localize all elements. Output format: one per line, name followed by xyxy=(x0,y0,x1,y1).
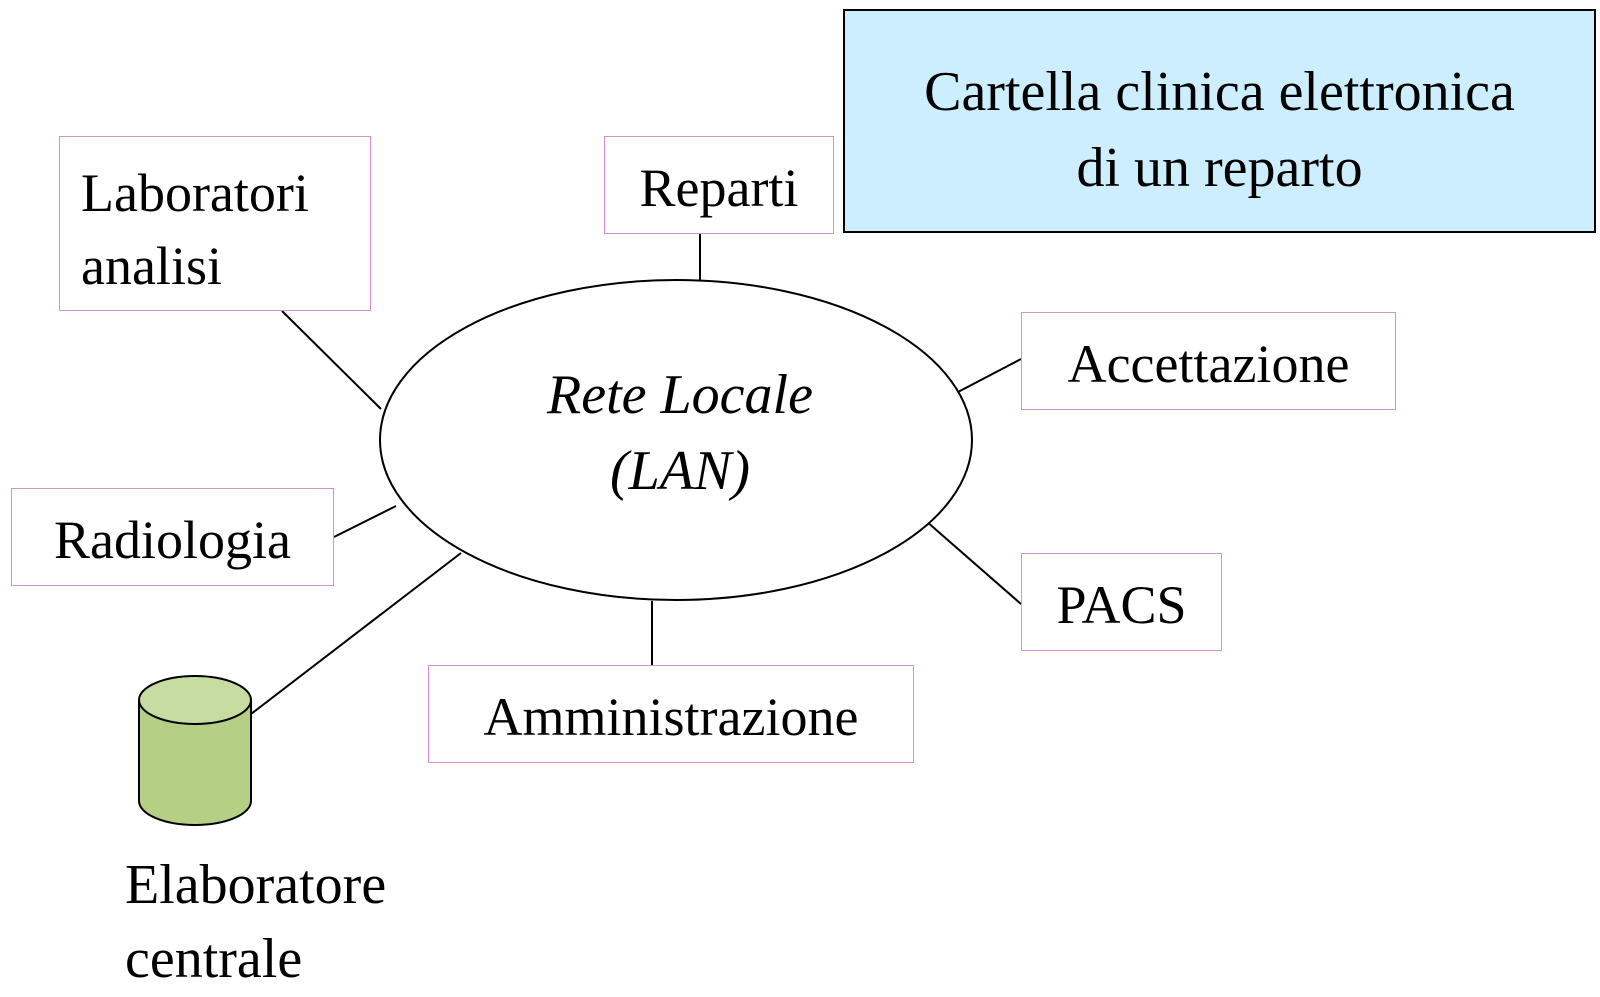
lan-label: Rete Locale (LAN) xyxy=(480,357,880,509)
node-accettazione-label: Accettazione xyxy=(1067,334,1350,394)
node-amministrazione-label: Amministrazione xyxy=(483,687,859,747)
title-line-1: Cartella clinica elettronica xyxy=(924,61,1515,123)
node-radiologia-label: Radiologia xyxy=(54,510,291,570)
node-reparti: Reparti xyxy=(604,136,834,234)
node-pacs: PACS xyxy=(1021,553,1222,651)
node-laboratori-line-2: analisi xyxy=(81,235,222,296)
node-amministrazione: Amministrazione xyxy=(428,665,914,763)
title-box: Cartella clinica elettronica di un repar… xyxy=(843,9,1596,233)
connector-accettazione xyxy=(957,358,1022,393)
elaboratore-line-1: Elaboratore xyxy=(125,854,387,916)
title-line-2: di un reparto xyxy=(1076,136,1363,199)
node-accettazione: Accettazione xyxy=(1021,312,1396,410)
lan-label-line-1: Rete Locale xyxy=(547,364,813,426)
connector-radiologia xyxy=(333,505,397,538)
node-radiologia: Radiologia xyxy=(11,488,334,586)
lan-ellipse xyxy=(379,279,973,601)
connector-laboratori xyxy=(281,310,382,410)
lan-label-line-2: (LAN) xyxy=(610,440,750,503)
node-laboratori-line-1: Laboratori xyxy=(81,163,309,223)
elaboratore-line-2: centrale xyxy=(125,928,303,991)
connector-elaboratore xyxy=(250,552,462,715)
elaboratore-centrale-label: Elaboratore centrale xyxy=(125,848,386,997)
node-laboratori-analisi: Laboratori analisi xyxy=(59,136,371,311)
node-reparti-label: Reparti xyxy=(639,158,799,218)
node-pacs-label: PACS xyxy=(1056,575,1187,635)
connector-pacs xyxy=(925,520,1022,605)
database-cylinder-icon xyxy=(138,675,252,826)
